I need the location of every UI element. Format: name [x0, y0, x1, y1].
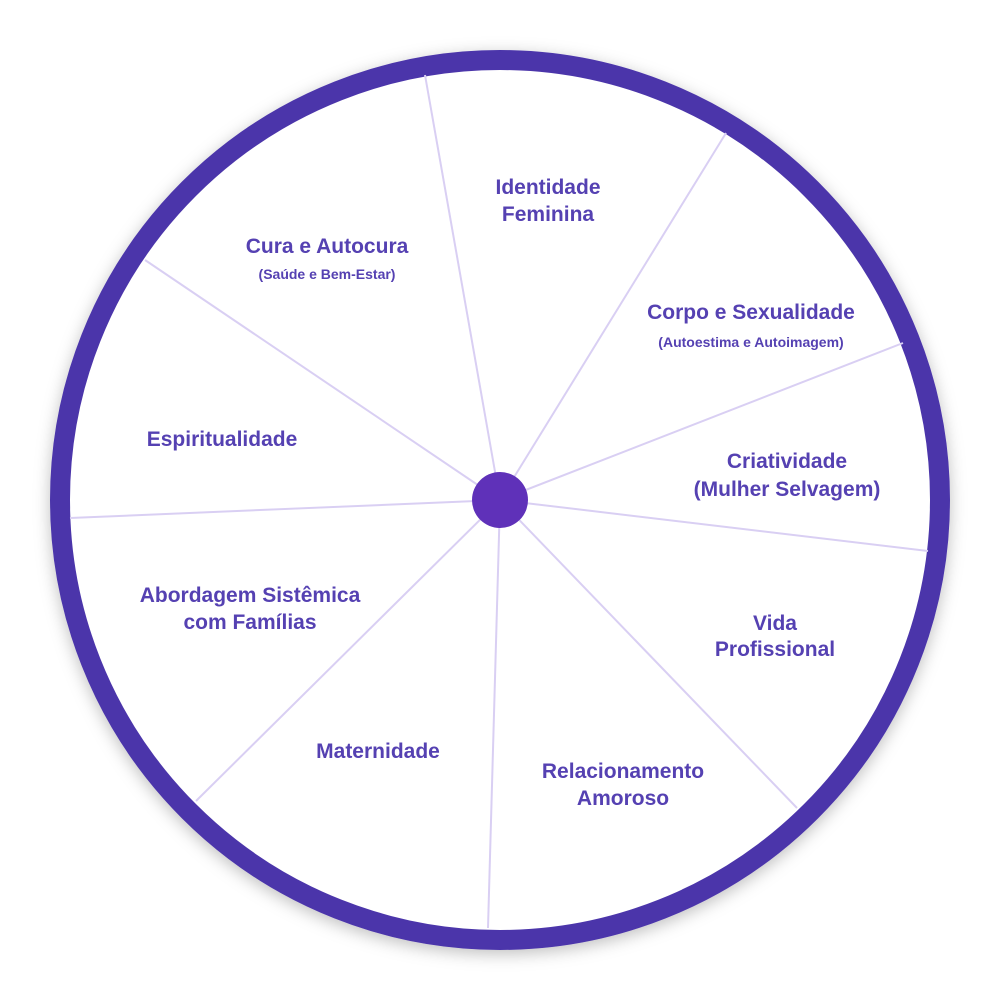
- spoke: [499, 499, 798, 809]
- spoke: [499, 132, 727, 501]
- segment-title: Corpo e Sexualidade: [647, 301, 855, 324]
- segment-title: com Famílias: [183, 611, 316, 634]
- segment-relacionamento-amoroso: Relacionamento Amoroso: [542, 760, 704, 810]
- segment-subtitle: (Autoestima e Autoimagem): [658, 334, 843, 350]
- segment-title: Feminina: [502, 203, 595, 226]
- segment-title: Cura e Autocura: [246, 235, 409, 258]
- spoke: [144, 259, 501, 501]
- segment-title: Abordagem Sistêmica: [140, 584, 361, 607]
- segment-vida-profissional: Vida Profissional: [715, 612, 835, 661]
- segment-title: Criatividade: [727, 450, 847, 473]
- spoke: [487, 499, 501, 929]
- spoke: [499, 499, 929, 552]
- spoke: [195, 499, 501, 802]
- spoke: [69, 499, 501, 519]
- spoke: [499, 342, 904, 501]
- segment-maternidade: Maternidade: [316, 740, 440, 763]
- segment-abordagem-sistemica: Abordagem Sistêmica com Famílias: [140, 584, 361, 634]
- wheel-hub: [472, 472, 528, 528]
- segment-title: Identidade: [495, 176, 600, 199]
- segment-title: Vida: [753, 612, 797, 635]
- segment-title: Profissional: [715, 638, 835, 661]
- segment-identidade-feminina: Identidade Feminina: [495, 176, 600, 226]
- segment-title: Amoroso: [577, 787, 669, 810]
- segment-title: Maternidade: [316, 740, 440, 763]
- spoke: [424, 74, 501, 501]
- segment-title: (Mulher Selvagem): [694, 478, 881, 501]
- segment-espiritualidade: Espiritualidade: [147, 428, 298, 451]
- segment-cura-autocura: Cura e Autocura (Saúde e Bem-Estar): [246, 235, 409, 282]
- segment-title: Relacionamento: [542, 760, 704, 783]
- segment-subtitle: (Saúde e Bem-Estar): [259, 266, 396, 282]
- segment-criatividade: Criatividade (Mulher Selvagem): [694, 450, 881, 501]
- segment-corpo-sexualidade: Corpo e Sexualidade (Autoestima e Autoim…: [647, 301, 855, 350]
- segment-title: Espiritualidade: [147, 428, 298, 451]
- wheel-spokes: [69, 74, 929, 929]
